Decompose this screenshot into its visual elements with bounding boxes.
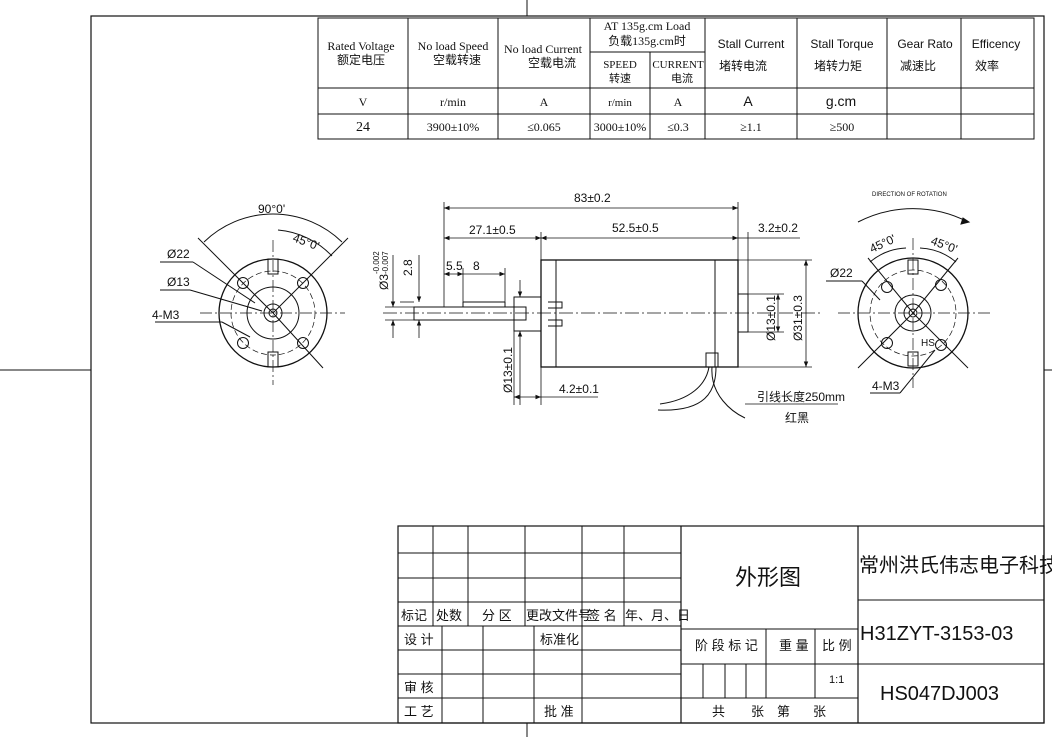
gear-ratio-header-cn: 减速比	[900, 59, 936, 73]
title-block	[397, 525, 1045, 724]
dim-shaft-tol-upper: -0.002	[372, 251, 381, 274]
unit-cell: g.cm	[826, 93, 856, 109]
approve-label: 批 准	[544, 704, 574, 719]
standardize-label: 标准化	[540, 632, 579, 647]
review-label: 审 核	[404, 680, 434, 695]
value-cell: ≥1.1	[740, 120, 762, 134]
no-load-speed-header-cn: 空载转速	[433, 52, 481, 67]
hall-sensor-label: HS	[921, 338, 935, 349]
no-load-current-header: No load Current	[504, 42, 583, 56]
weight-label: 重 量	[779, 638, 809, 653]
rev-header: 分 区	[482, 608, 512, 623]
unit-cell: V	[359, 95, 368, 109]
scale-value: 1:1	[829, 674, 844, 686]
design-label: 设 计	[404, 632, 434, 647]
rated-voltage-header-cn: 额定电压	[337, 52, 385, 67]
left-holes: 4-M3	[152, 308, 180, 322]
value-cell: 24	[356, 120, 370, 135]
part-number: H31ZYT-3153-03	[860, 623, 1013, 645]
stall-current-header-cn: 堵转电流	[719, 58, 767, 73]
right-holes: 4-M3	[872, 379, 900, 393]
scale-label: 比 例	[822, 638, 852, 653]
value-cell: 3000±10%	[594, 120, 647, 134]
rev-header: 更改文件号	[526, 608, 591, 623]
dim-shaft-dia: Ø3	[377, 274, 391, 290]
sheet-unit-2: 张	[813, 704, 826, 719]
sheets-label: 共	[712, 704, 725, 719]
rev-header: 签 名	[587, 608, 617, 623]
no-load-speed-header: No load Speed	[418, 39, 489, 53]
right-dia-outer: Ø22	[830, 266, 853, 280]
rev-header: 处数	[436, 608, 462, 623]
company-name: 常州洪氏伟志电子科技	[859, 554, 1052, 577]
dim-overall-length: 83±0.2	[574, 191, 611, 205]
spec-table: Rated Voltage 额定电压 No load Speed 空载转速 No…	[317, 17, 1035, 140]
efficiency-header: Efficency	[972, 37, 1020, 51]
stall-torque-header-cn: 堵转力矩	[814, 58, 862, 73]
side-view	[383, 259, 820, 419]
value-cell: ≥500	[830, 120, 855, 134]
dim-flat-height: 2.8	[401, 259, 415, 276]
dim-shaft-flat-a: 5.5	[446, 259, 463, 273]
stall-torque-header: Stall Torque	[810, 37, 873, 51]
right-angle-right: 45°0'	[929, 234, 959, 256]
drawing-name: 外形图	[735, 565, 801, 590]
unit-cell: A	[674, 95, 683, 109]
value-cell: ≤0.065	[527, 120, 561, 134]
dim-boss-length: 4.2±0.1	[559, 382, 599, 396]
left-end-view	[155, 213, 349, 385]
left-dia-inner: Ø13	[167, 275, 190, 289]
dim-rear-boss-dia: Ø13±0.1	[764, 295, 778, 341]
efficiency-header-cn: 效率	[975, 58, 999, 73]
model-number: HS047DJ003	[880, 683, 999, 705]
rotation-label: DIRECTION OF ROTATION	[872, 192, 947, 198]
process-label: 工 艺	[404, 704, 434, 719]
unit-cell: r/min	[608, 97, 632, 109]
rev-header: 年、月、日	[625, 608, 690, 623]
dim-rear-length: 3.2±0.2	[758, 221, 798, 235]
load-speed-header: SPEED	[603, 59, 637, 71]
left-dia-outer: Ø22	[167, 247, 190, 261]
gear-ratio-header: Gear Rato	[897, 37, 953, 51]
load-current-header-cn: 电流	[671, 71, 693, 85]
unit-cell: A	[743, 93, 753, 109]
stage-mark-label: 阶 段 标 记	[695, 638, 758, 653]
rated-voltage-header: Rated Voltage	[327, 39, 394, 53]
dim-shaft-flat-b: 8	[473, 259, 480, 273]
value-cell: ≤0.3	[667, 120, 689, 134]
load-header: AT 135g.cm Load	[604, 19, 691, 33]
dim-shaft-tol-lower: -0.007	[381, 251, 390, 274]
stall-current-header: Stall Current	[718, 37, 785, 51]
lead-length-label: 引线长度250mm	[757, 389, 845, 404]
dim-boss-dia: Ø13±0.1	[501, 347, 515, 393]
right-angle-left: 45°0'	[867, 232, 898, 256]
dim-body-length: 52.5±0.5	[612, 221, 659, 235]
unit-cell: r/min	[440, 95, 466, 109]
no-load-current-header-cn: 空载电流	[528, 56, 576, 70]
side-view-dimensions	[385, 202, 838, 405]
unit-cell: A	[540, 95, 549, 109]
rev-header: 标记	[401, 608, 427, 623]
load-header-cn: 负载135g.cm时	[608, 34, 686, 48]
sheet-no-label: 第	[777, 704, 790, 719]
load-speed-header-cn: 转速	[609, 71, 631, 85]
value-cell: 3900±10%	[427, 120, 480, 134]
left-angle-top: 90°0'	[258, 202, 285, 216]
left-angle-inner: 45°0'	[291, 231, 321, 253]
lead-colors-label: 红黑	[785, 410, 809, 425]
load-current-header: CURRENT	[652, 59, 704, 71]
right-end-view	[826, 208, 990, 394]
sheet-unit: 张	[751, 704, 764, 719]
dim-body-dia: Ø31±0.3	[791, 295, 805, 341]
dim-front-length: 27.1±0.5	[469, 223, 516, 237]
